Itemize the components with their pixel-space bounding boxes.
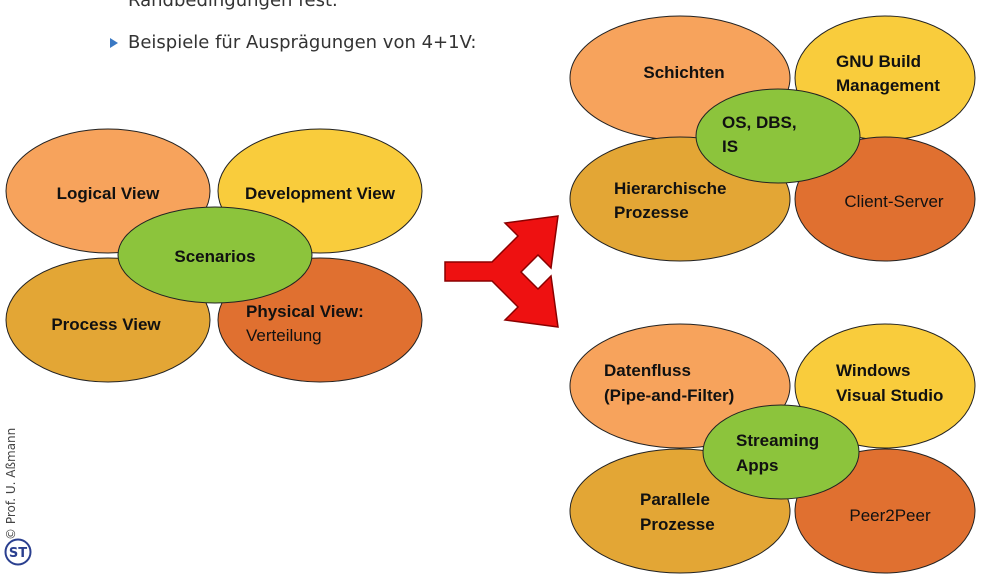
bullet-marker	[110, 38, 118, 48]
ellipse-os-dbs-is	[695, 88, 861, 184]
logo-text: ST	[9, 546, 27, 561]
label-datenfluss: Datenfluss	[604, 361, 691, 380]
label-client-server: Client-Server	[844, 192, 944, 211]
label-visual-studio: Visual Studio	[836, 386, 943, 405]
label-prozesse: Prozesse	[640, 515, 715, 534]
bullet-examples: Beispiele für Ausprägungen von 4+1V:	[128, 32, 477, 53]
label-streaming: Streaming	[736, 431, 819, 450]
label-physical-view-sub: Verteilung	[246, 326, 322, 345]
ellipse-scenarios	[117, 206, 313, 304]
label-physical-view: Physical View:	[246, 302, 364, 321]
label-schichten: Schichten	[643, 63, 724, 82]
label-development-view: Development View	[245, 184, 396, 203]
copyright-text: © Prof. U. Aßmann	[4, 427, 18, 540]
arrow-shape	[444, 215, 559, 328]
label-os-dbs: OS, DBS,	[722, 113, 797, 132]
ellipse-windows	[794, 323, 976, 449]
label-is: IS	[722, 137, 738, 156]
ellipse-streaming	[702, 404, 860, 500]
label-process-view: Process View	[51, 315, 161, 334]
example-top: Schichten GNU Build Management Hierarchi…	[569, 15, 976, 262]
label-apps: Apps	[736, 456, 779, 475]
ellipse-client-server	[794, 136, 976, 262]
label-peer2peer: Peer2Peer	[849, 506, 931, 525]
label-hierarchische: Hierarchische	[614, 179, 726, 198]
label-gnu-build-2: Management	[836, 76, 940, 95]
model-4plus1: Logical View Development View Process Vi…	[5, 128, 423, 383]
label-parallele: Parallele	[640, 490, 710, 509]
label-pipe-and-filter: (Pipe-and-Filter)	[604, 386, 734, 405]
example-bottom: Datenfluss (Pipe-and-Filter) Windows Vis…	[569, 323, 976, 574]
label-gnu-build: GNU Build	[836, 52, 921, 71]
label-windows: Windows	[836, 361, 910, 380]
fork-arrow	[444, 215, 559, 328]
label-scenarios: Scenarios	[174, 247, 255, 266]
label-hierarchische-2: Prozesse	[614, 203, 689, 222]
st-logo-icon: ST	[4, 538, 32, 566]
partial-line: Randbedingungen fest.	[128, 0, 338, 11]
label-logical-view: Logical View	[57, 184, 160, 203]
